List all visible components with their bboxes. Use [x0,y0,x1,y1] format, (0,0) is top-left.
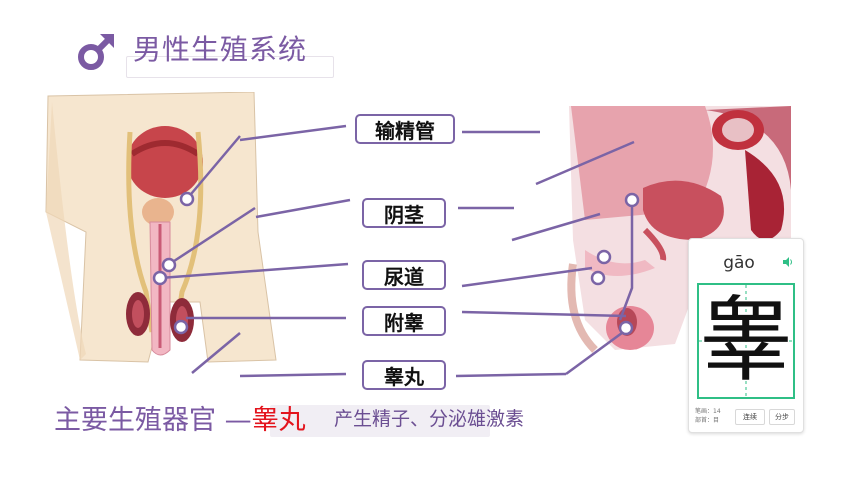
character-meta: 笔画：14 部首：目 [695,407,721,425]
caption-organ: 睾丸 [251,405,306,436]
character-glyph: 睾 [699,287,792,394]
caption-prefix: 主要生殖器官 — [54,405,252,436]
radical: 部首：目 [695,417,720,424]
pinyin-text: gāo [723,253,755,273]
caption-background [270,405,490,437]
caption-function: 产生精子、分泌雄激素 [334,408,525,430]
continuous-button[interactable]: 连续 [735,409,765,425]
stroke-count: 笔画：14 [695,408,721,415]
side-view-illustration [567,106,791,353]
label-vas-deferens: 输精管 [355,114,455,144]
label-urethra: 尿道 [362,260,446,290]
character-card: gāo 睾 笔画：14 部首：目 连续 分步 [688,238,804,433]
label-penis: 阴茎 [362,198,446,228]
male-symbol-icon [78,34,114,70]
page-title: 男性生殖系统 [133,33,308,66]
label-epididymis: 附睾 [362,306,446,336]
step-button[interactable]: 分步 [769,409,795,425]
grid-guides [699,285,793,397]
character-grid: 睾 [697,283,795,399]
speaker-icon[interactable] [783,257,793,267]
caption-main: 主要生殖器官 —睾丸 [54,398,306,437]
label-testis: 睾丸 [362,360,446,390]
title-underline-box [126,56,334,78]
